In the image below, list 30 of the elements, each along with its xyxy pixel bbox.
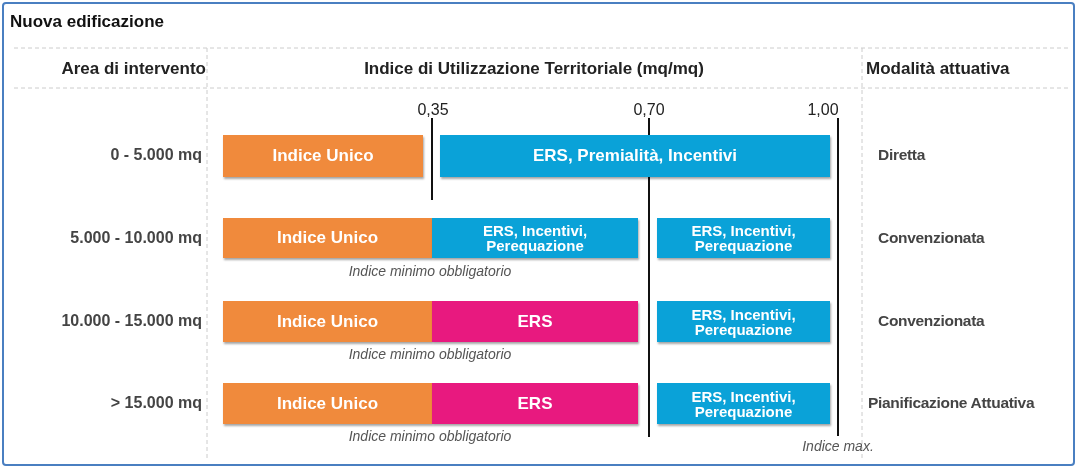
index-bar: Indice Unico — [223, 218, 432, 258]
row-label: 10.000 - 15.000 mq — [60, 311, 202, 331]
axis-tick-label: 0,35 — [416, 100, 450, 120]
index-bar: Indice Unico — [223, 135, 423, 177]
column-header: Modalità attuativa — [866, 58, 1011, 80]
mode-label: Convenzionata — [878, 311, 986, 331]
axis-tick-label: 1,00 — [806, 100, 840, 120]
mode-label: Convenzionata — [878, 228, 986, 248]
index-bar: ERS — [432, 301, 638, 342]
index-bar: ERS, Incentivi, Perequazione — [657, 301, 830, 342]
index-bar: Indice Unico — [223, 383, 432, 424]
axis-tick-label: 0,70 — [632, 100, 666, 120]
index-bar: ERS — [432, 383, 638, 424]
note-text: Indice max. — [801, 438, 875, 456]
row-label: > 15.000 mq — [109, 393, 202, 413]
note-text: Indice minimo obbligatorio — [347, 346, 513, 364]
row-label: 0 - 5.000 mq — [109, 145, 202, 165]
index-bar: ERS, Premialità, Incentivi — [440, 135, 830, 177]
index-bar: Indice Unico — [223, 301, 432, 342]
note-text: Indice minimo obbligatorio — [347, 428, 513, 446]
note-text: Indice minimo obbligatorio — [347, 263, 513, 281]
index-bar: ERS, Incentivi, Perequazione — [657, 383, 830, 424]
row-label: 5.000 - 10.000 mq — [69, 228, 202, 248]
mode-label: Pianificazione Attuativa — [868, 393, 1036, 413]
column-header: Indice di Utilizzazione Territoriale (mq/mq) — [363, 58, 705, 80]
title: Nuova edificazione — [10, 11, 164, 33]
mode-label: Diretta — [878, 145, 927, 165]
index-bar: ERS, Incentivi, Perequazione — [657, 218, 830, 258]
index-bar: ERS, Incentivi, Perequazione — [432, 218, 638, 258]
column-header: Area di intervento — [60, 58, 206, 80]
